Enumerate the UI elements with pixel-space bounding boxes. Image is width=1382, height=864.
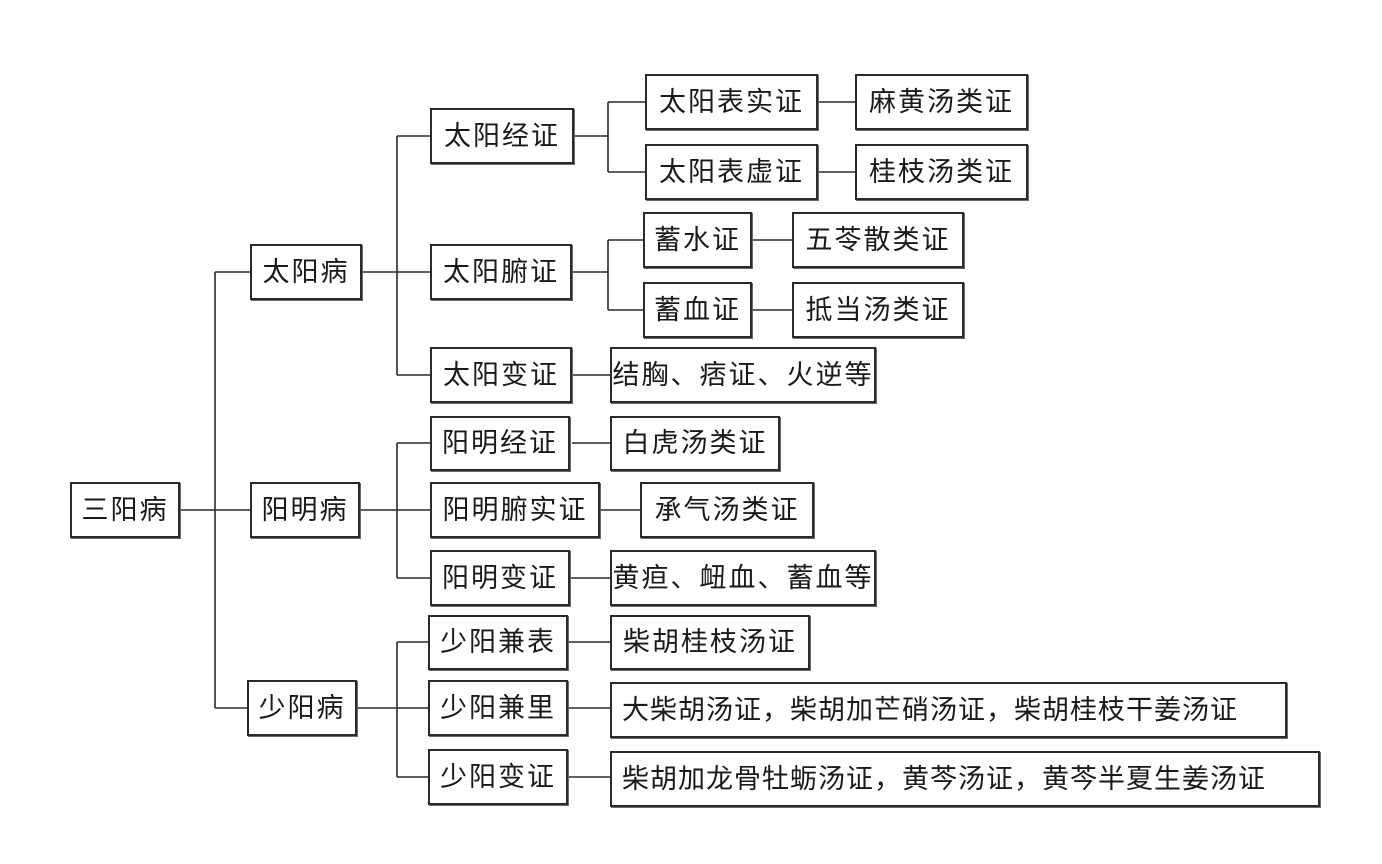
- shaoyang-disease-node: 少阳病: [247, 680, 357, 736]
- yangming-bian-node: 阳明变证: [430, 550, 570, 606]
- shaoyang-bian-node: 少阳变证: [428, 749, 568, 805]
- xuxue-node: 蓄血证: [643, 282, 752, 338]
- taiyang-disease-node: 太阳病: [250, 244, 362, 300]
- wuling-result-node: 五苓散类证: [792, 212, 964, 268]
- taiyang-bian-node: 太阳变证: [430, 347, 572, 403]
- baihu-result-node: 白虎汤类证: [610, 416, 780, 471]
- shaoyang-li-result-node: 大柴胡汤证，柴胡加芒硝汤证，柴胡桂枝干姜汤证: [610, 682, 1287, 738]
- shaoyang-li-node: 少阳兼里: [428, 680, 568, 736]
- taiyang-jing-node: 太阳经证: [430, 108, 574, 164]
- biaoshi-node: 太阳表实证: [645, 74, 818, 130]
- chengqi-result-node: 承气汤类证: [640, 482, 814, 538]
- shaoyang-biao-node: 少阳兼表: [428, 615, 568, 670]
- yangming-fushi-node: 阳明腑实证: [430, 482, 600, 538]
- guizhi-result-node: 桂枝汤类证: [855, 144, 1028, 200]
- mahuang-result-node: 麻黄汤类证: [855, 74, 1028, 130]
- shaoyang-bian-result-node: 柴胡加龙骨牡蛎汤证，黄芩汤证，黄芩半夏生姜汤证: [610, 751, 1320, 807]
- yangming-jing-node: 阳明经证: [430, 416, 570, 471]
- yangming-disease-node: 阳明病: [250, 482, 360, 538]
- yangming-bian-result-node: 黄疸、衄血、蓄血等: [610, 550, 876, 606]
- taiyang-fu-node: 太阳腑证: [430, 244, 572, 300]
- biaoxu-node: 太阳表虚证: [645, 144, 818, 200]
- taiyang-bian-result-node: 结胸、痞证、火逆等: [610, 347, 876, 403]
- xushui-node: 蓄水证: [643, 212, 752, 268]
- chaihu-guizhi-result-node: 柴胡桂枝汤证: [610, 615, 810, 670]
- didang-result-node: 抵当汤类证: [792, 282, 964, 338]
- root-node: 三阳病: [70, 482, 180, 538]
